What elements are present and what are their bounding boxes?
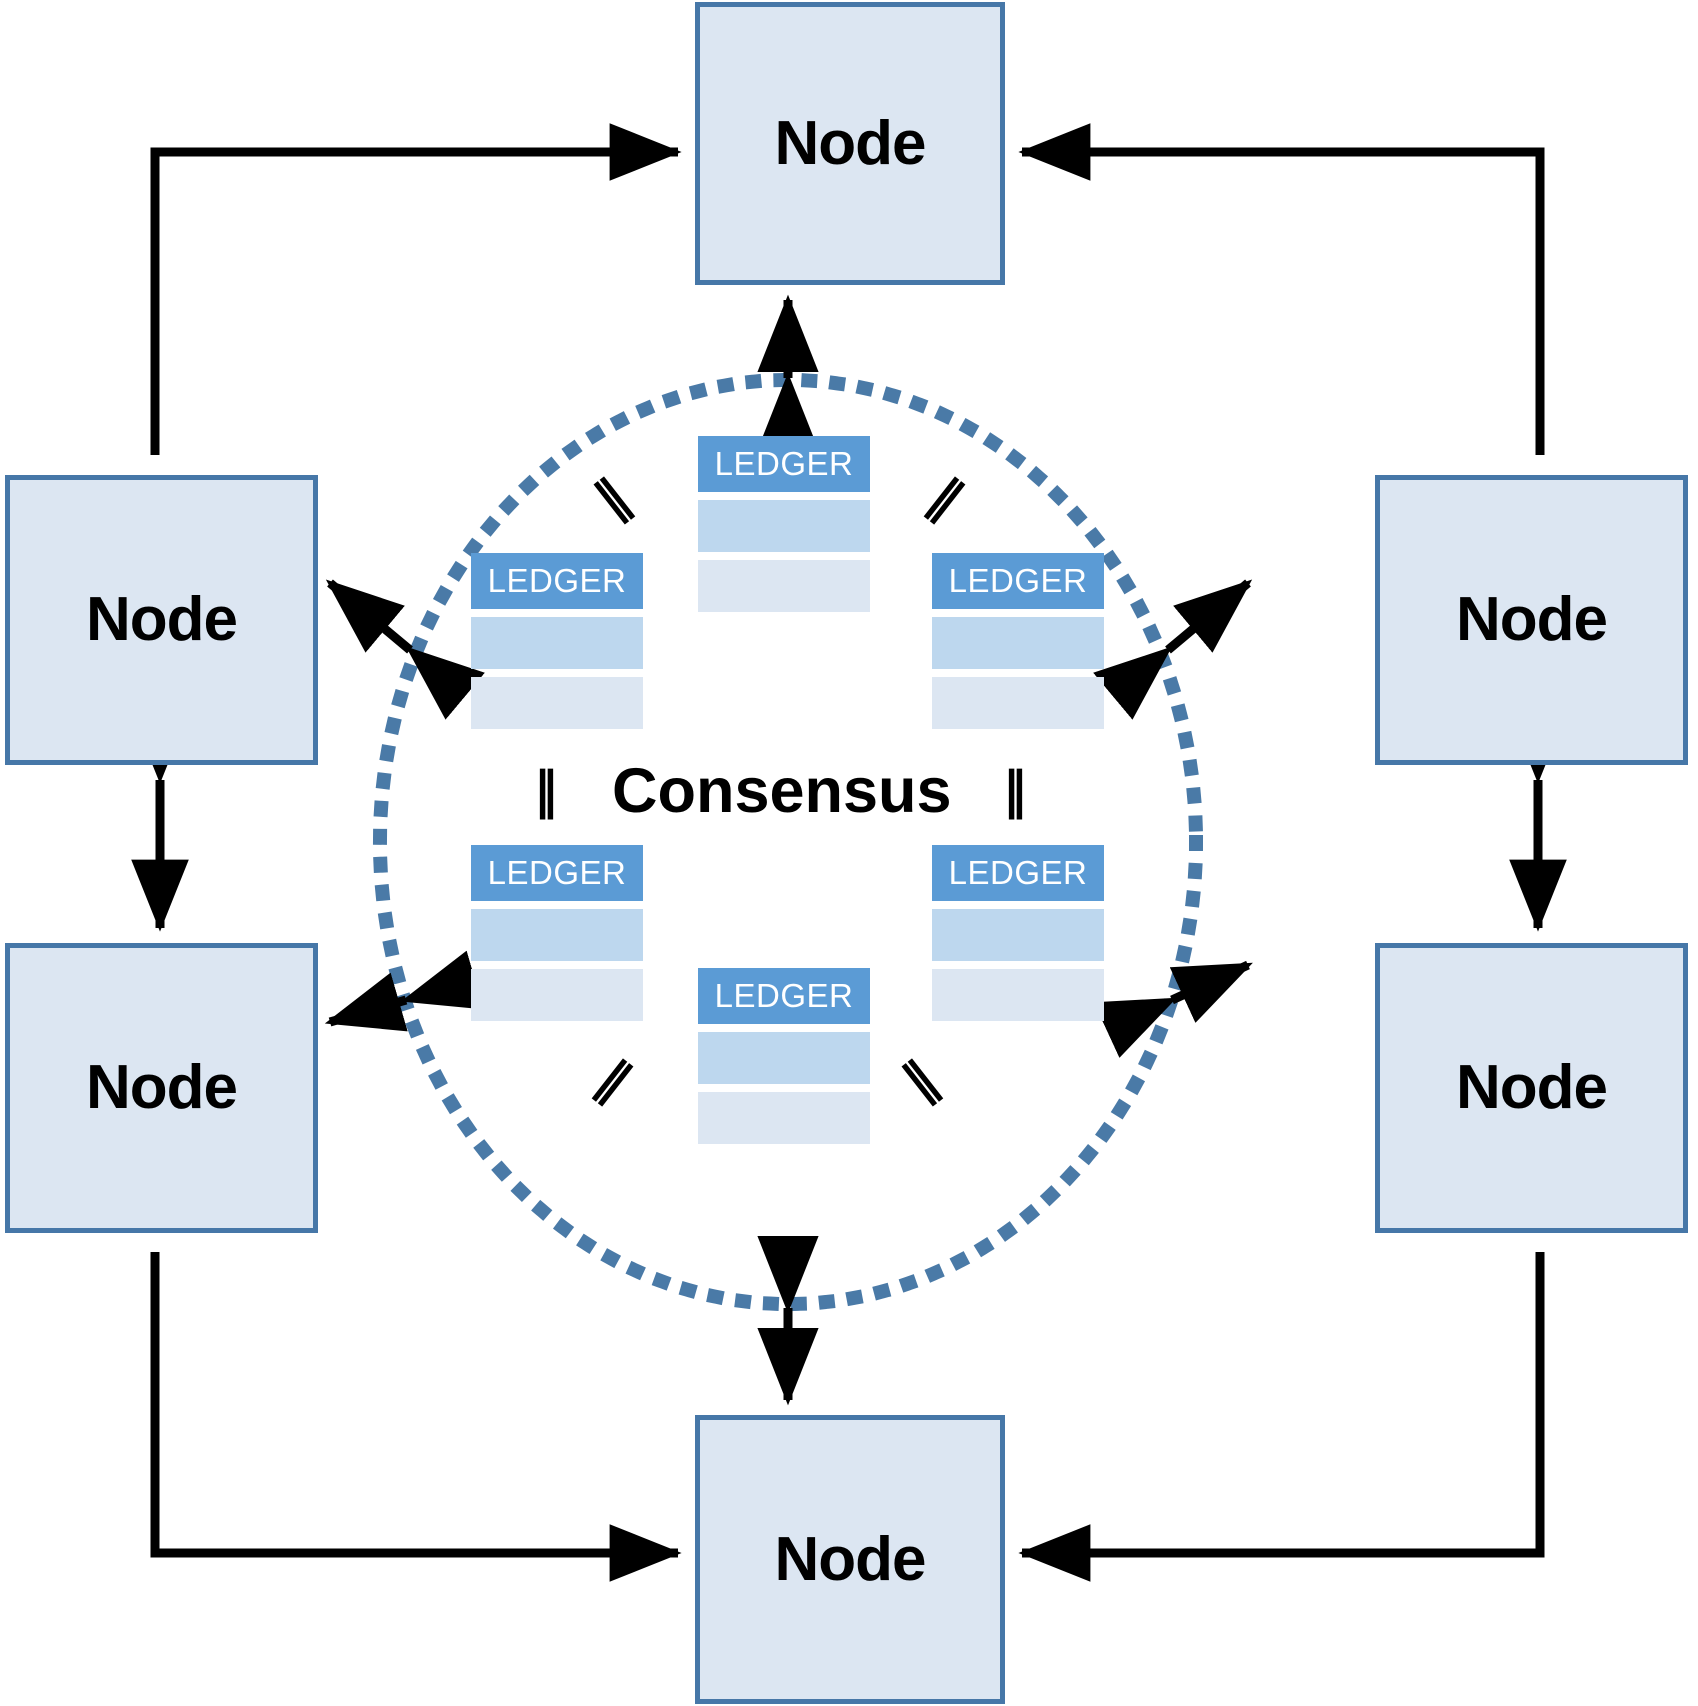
ledger-row-light [932, 677, 1104, 729]
arrow-left-to-bottom [150, 1252, 682, 1582]
ledger-card-bottom[interactable]: LEDGER [698, 968, 870, 1144]
ledger-card-left-upper[interactable]: LEDGER [471, 553, 643, 729]
node-box-bottom[interactable]: Node [695, 1415, 1005, 1704]
ledger-row-light [471, 969, 643, 1021]
node-label: Node [86, 1053, 238, 1122]
ledger-header: LEDGER [471, 553, 643, 609]
ledger-header: LEDGER [698, 436, 870, 492]
arrow-circle-right-lower [1093, 960, 1253, 1058]
arrow-circle-left-upper [325, 579, 485, 720]
node-box-left-upper[interactable]: Node [5, 475, 318, 765]
node-label: Node [1456, 585, 1608, 654]
ledger-card-right-lower[interactable]: LEDGER [932, 845, 1104, 1021]
ledger-header: LEDGER [932, 845, 1104, 901]
node-label: Node [86, 585, 238, 654]
node-box-top[interactable]: Node [695, 2, 1005, 285]
consensus-label: Consensus [612, 756, 952, 826]
equals-mark-mid-right: ∥ [1003, 763, 1028, 819]
node-box-right-lower[interactable]: Node [1375, 943, 1688, 1233]
ledger-row-light [698, 1092, 870, 1144]
ledger-row-light [471, 677, 643, 729]
ledger-row-mid [932, 909, 1104, 961]
arrow-circle-right-upper [1093, 579, 1253, 720]
ledger-row-light [932, 969, 1104, 1021]
ledger-card-right-upper[interactable]: LEDGER [932, 553, 1104, 729]
equals-mark-bottom-right: ∥ [893, 1050, 948, 1110]
ledger-card-top[interactable]: LEDGER [698, 436, 870, 612]
equals-mark-bottom-left: ∥ [587, 1050, 642, 1110]
node-label: Node [1456, 1053, 1608, 1122]
node-box-right-upper[interactable]: Node [1375, 475, 1688, 765]
ledger-row-light [698, 560, 870, 612]
ledger-header: LEDGER [932, 553, 1104, 609]
equals-mark-top-right: ∥ [919, 468, 974, 528]
ledger-row-mid [471, 909, 643, 961]
ledger-row-mid [471, 617, 643, 669]
equals-mark-top-left: ∥ [585, 468, 640, 528]
arrow-right-to-top [1018, 123, 1545, 455]
ledger-row-mid [698, 500, 870, 552]
arrow-right-to-bottom [1018, 1252, 1545, 1582]
ledger-card-left-lower[interactable]: LEDGER [471, 845, 643, 1021]
ledger-row-mid [932, 617, 1104, 669]
node-label: Node [774, 108, 927, 178]
arrow-circle-left-lower [324, 950, 484, 1032]
arrow-left-to-top [150, 123, 682, 455]
ledger-header: LEDGER [471, 845, 643, 901]
equals-mark-mid-left: ∥ [534, 763, 559, 819]
node-box-left-lower[interactable]: Node [5, 943, 318, 1233]
ledger-row-mid [698, 1032, 870, 1084]
node-label: Node [774, 1524, 927, 1594]
ledger-header: LEDGER [698, 968, 870, 1024]
